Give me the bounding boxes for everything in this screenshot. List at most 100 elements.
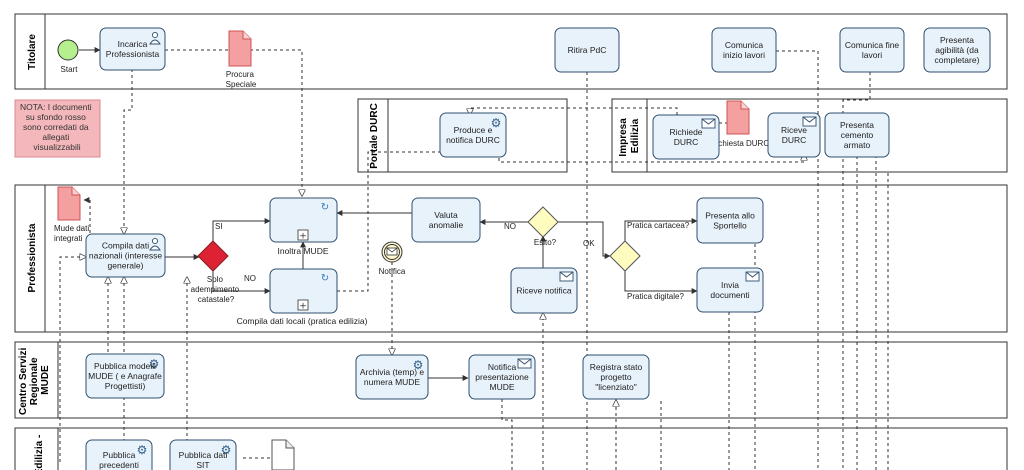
subprocess-inoltra-label: Inoltra MUDE — [277, 246, 328, 256]
gateway-esito[interactable]: Esito? — [527, 206, 559, 247]
flow-label-no-1: NO — [244, 274, 256, 283]
svg-text:+: + — [299, 232, 307, 242]
task-riceve-notifica[interactable]: Riceve notifica — [510, 267, 578, 314]
flow-label-ok: OK — [583, 239, 595, 248]
lane-label-centro-3: MUDE — [40, 365, 51, 395]
lane-label-edilizia: Edilizia - — [34, 435, 45, 470]
svg-text:NOTA: I documenti su sfo: NOTA: I documenti su sfondo rosso sono c… — [20, 102, 94, 152]
envelope-icon — [517, 358, 532, 369]
gear-icon: ⚙ — [137, 443, 148, 457]
gateway-solo-adempimento[interactable]: Solo adempimento catastale? — [191, 240, 242, 304]
svg-text:Impresa Edilizia: Impresa Edilizia — [618, 115, 641, 156]
flow-label-pratica-cartacea: Pratica cartacea? — [627, 221, 690, 230]
subprocess-marker-icon — [297, 299, 309, 311]
flow-labels: SI NO NO OK Pratica cartacea? Pratica di… — [215, 221, 690, 301]
gateway-tipo-pratica[interactable] — [609, 240, 641, 272]
loop-icon: ↻ — [321, 273, 329, 284]
envelope-icon — [559, 271, 574, 282]
svg-text:Solo adempimento c: Solo adempimento catastale? — [191, 275, 242, 304]
lane-label-centro-1: Centro Servizi — [18, 348, 29, 415]
lane-label-impresa-2: Edilizia — [630, 118, 641, 153]
svg-text:Procura Speciale: Procura Speciale — [226, 70, 257, 89]
annotation-note: NOTA: I documenti su sfondo rosso sono c… — [14, 99, 101, 158]
start-event-label: Start — [61, 65, 79, 74]
gear-icon: ⚙ — [413, 358, 424, 372]
task-label: Riceve notifica — [516, 286, 572, 296]
user-icon — [149, 237, 161, 251]
document-bottom[interactable] — [271, 439, 295, 470]
task-ritira-pdc[interactable]: Ritira PdC — [554, 27, 620, 73]
pool-edilizia-bottom: Edilizia - — [14, 427, 1008, 470]
user-icon — [149, 31, 161, 45]
svg-text:+: + — [299, 302, 307, 312]
document-procura[interactable]: Procura Speciale — [226, 30, 257, 89]
sequence-flows — [79, 47, 698, 381]
lane-label-portale-durc: Portale DURC — [369, 103, 380, 169]
flow-label-si: SI — [215, 222, 223, 231]
subprocess-marker-icon — [297, 229, 309, 241]
lane-label-impresa-1: Impresa — [618, 118, 629, 157]
svg-text:Mude dati integrati: Mude dati integrati — [54, 224, 91, 243]
subprocess-inoltra-mude[interactable]: ↻ + Inoltra MUDE — [269, 197, 338, 256]
task-label: Ritira PdC — [568, 45, 607, 55]
subprocess-compila-locali[interactable]: ↻ + Compila dati locali (pratica edilizi… — [237, 268, 368, 326]
intermediate-message-event[interactable]: Notifica — [379, 241, 406, 276]
svg-text:Centro Servizi Regionale: Centro Servizi Regionale MUDE — [18, 345, 51, 415]
gear-icon: ⚙ — [491, 116, 502, 130]
lane-label-professionista: Professionista — [27, 223, 38, 292]
message-flows — [59, 49, 889, 470]
gear-icon: ⚙ — [149, 357, 160, 371]
notifica-event-label: Notifica — [379, 267, 406, 276]
envelope-icon — [745, 271, 760, 282]
envelope-icon — [701, 118, 716, 129]
document-richiesta-durc[interactable]: Richiesta DURC — [711, 100, 769, 148]
subprocess-compila-locali-label: Compila dati locali (pratica edilizia) — [237, 316, 368, 326]
gear-icon: ⚙ — [221, 443, 232, 457]
lane-label-centro-2: Regionale — [29, 357, 40, 405]
gateway-esito-label: Esito? — [534, 238, 557, 247]
flow-label-no-2: NO — [504, 222, 516, 231]
start-event[interactable]: Start — [57, 39, 79, 74]
flow-label-pratica-digitale: Pratica digitale? — [627, 292, 684, 301]
document-mude-dati[interactable]: Mude dati integrati — [54, 186, 91, 243]
lane-label-titolare: Titolare — [27, 34, 38, 70]
